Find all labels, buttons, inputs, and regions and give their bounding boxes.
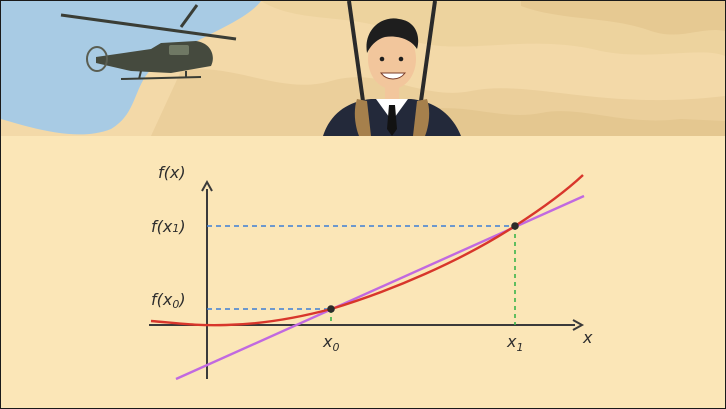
x-axis-label: x (582, 328, 593, 347)
y-axis-label: f(x) (158, 163, 186, 182)
tick-label-fx0: f(x0) (151, 290, 186, 311)
x-axis-arrow (572, 319, 585, 331)
point-x1 (511, 222, 519, 230)
point-x0 (327, 305, 335, 313)
helicopter-icon (60, 4, 237, 80)
tick-label-fx1: f(x1) (151, 217, 186, 236)
graph: f(x) x f(x1) f(x0) x0 x1 (149, 163, 593, 381)
function-curve (150, 174, 584, 327)
tick-label-x0: x0 (322, 332, 339, 354)
y-axis-arrow (201, 179, 213, 192)
parachutist-icon (323, 1, 461, 136)
tick-label-x1: x1 (506, 332, 523, 354)
